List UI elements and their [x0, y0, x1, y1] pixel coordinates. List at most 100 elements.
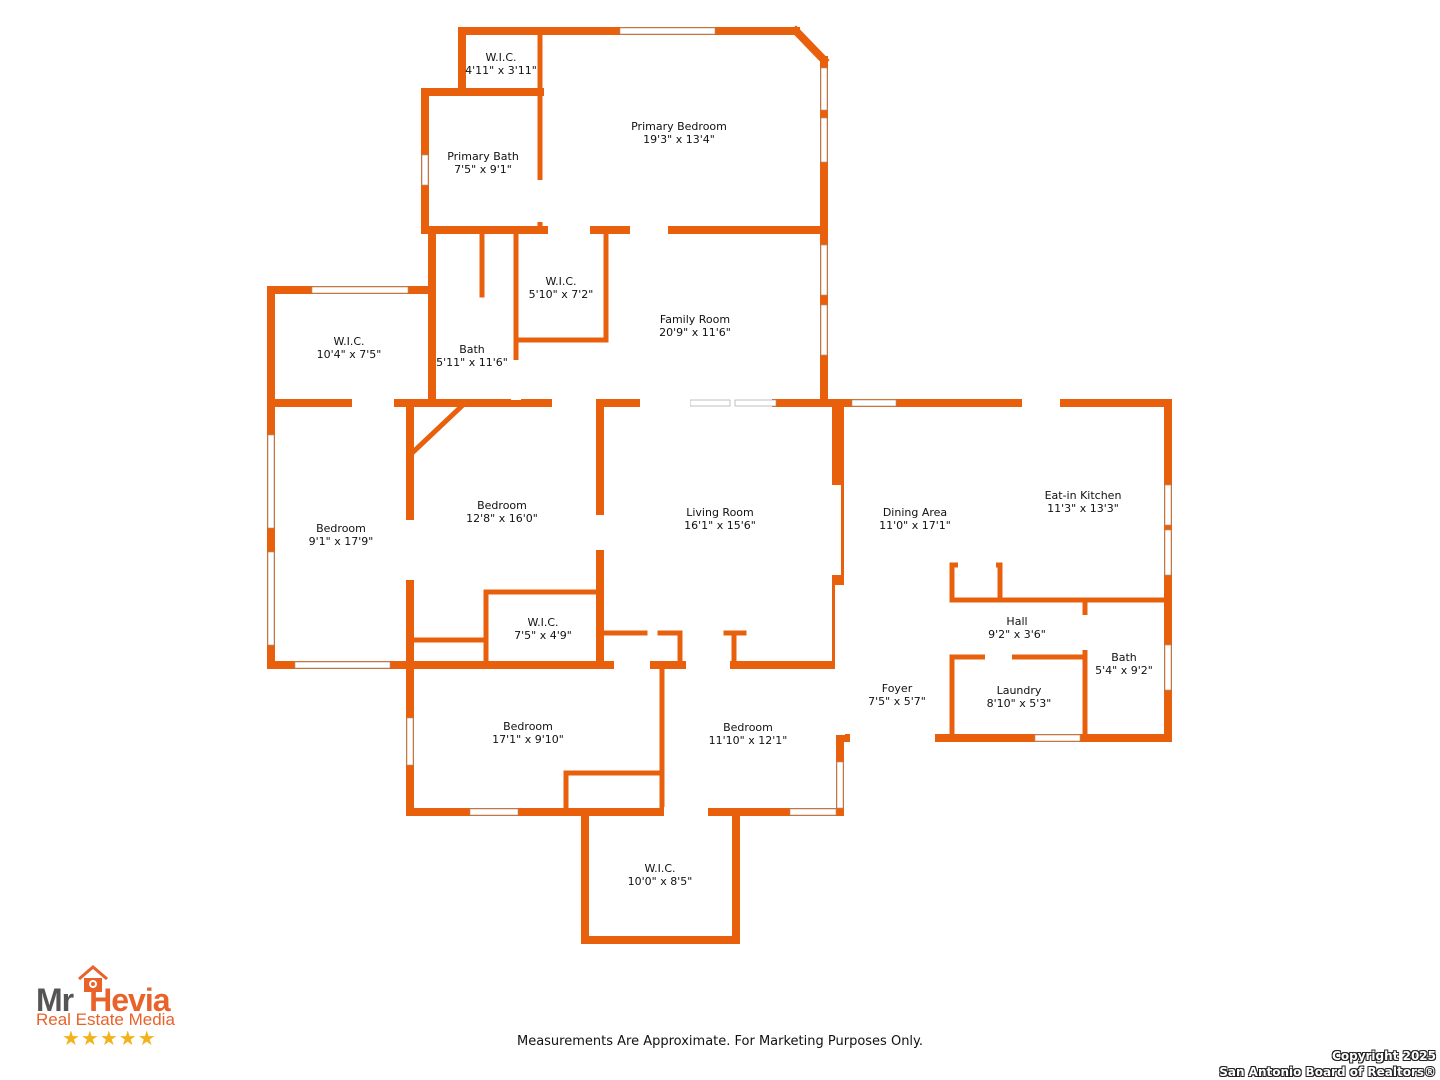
- room-name: Bedroom: [503, 720, 553, 733]
- room-dims: 12'8" x 16'0": [466, 512, 538, 525]
- door-opening: [985, 652, 1012, 662]
- room-dims: 7'5" x 4'9": [514, 629, 572, 642]
- window: [820, 244, 828, 296]
- room-name: W.I.C.: [644, 862, 676, 875]
- room-dims: 11'10" x 12'1": [708, 734, 788, 747]
- window: [820, 304, 828, 356]
- window: [469, 808, 519, 816]
- room-dims: 7'5" x 5'7": [868, 695, 926, 708]
- room-wic-small: W.I.C. 7'5" x 4'9": [514, 616, 572, 642]
- room-name: W.I.C.: [527, 616, 559, 629]
- room-dims: 17'1" x 9'10": [492, 733, 564, 746]
- room-dims: 8'10" x 5'3": [986, 697, 1052, 710]
- room-dims: 5'4" x 9'2": [1095, 664, 1153, 677]
- door-opening: [552, 398, 596, 408]
- room-name: Bath: [459, 343, 485, 356]
- copyright-line2: San Antonio Board of Realtors®: [1219, 1065, 1436, 1079]
- door-opening: [958, 560, 996, 570]
- logo-name-part1: Mr: [36, 982, 74, 1018]
- window: [311, 286, 409, 294]
- door-opening: [947, 610, 957, 650]
- window: [851, 399, 897, 407]
- room-wic-south: W.I.C. 10'0" x 8'5": [628, 862, 693, 888]
- room-living-room: Living Room 16'1" x 15'6": [684, 506, 756, 532]
- room-dims: 11'0" x 17'1": [879, 519, 951, 532]
- door-opening: [535, 180, 545, 222]
- window: [820, 117, 828, 163]
- window: [789, 808, 837, 816]
- door-opening: [1022, 398, 1060, 408]
- room-name: Hall: [1006, 615, 1028, 628]
- room-bath-east: Bath 5'4" x 9'2": [1095, 651, 1153, 677]
- room-dims: 11'3" x 13'3": [1047, 502, 1119, 515]
- window: [267, 434, 275, 529]
- window: [734, 399, 777, 407]
- copyright: Copyright 2025 San Antonio Board of Real…: [1219, 1048, 1436, 1080]
- logo-stars: ★★★★★: [62, 1026, 157, 1050]
- door-opening: [614, 660, 650, 670]
- room-name: Family Room: [659, 313, 731, 326]
- room-dining-area: Dining Area 11'0" x 17'1": [879, 506, 951, 532]
- window: [820, 67, 828, 111]
- door-opening: [511, 360, 521, 400]
- room-name: Bath: [1111, 651, 1137, 664]
- room-dims: 5'10" x 7'2": [528, 288, 594, 301]
- door-opening: [850, 733, 935, 743]
- room-foyer: Foyer 7'5" x 5'7": [868, 682, 926, 708]
- window: [689, 399, 731, 407]
- room-name: Dining Area: [882, 506, 948, 519]
- room-name: W.I.C.: [545, 275, 577, 288]
- room-name: Bedroom: [477, 499, 527, 512]
- wall-segment: [790, 25, 830, 66]
- room-dims: 4'11" x 3'11": [465, 64, 537, 77]
- room-dims: 9'1" x 17'9": [308, 535, 374, 548]
- room-name: Bedroom: [316, 522, 366, 535]
- room-dims: 5'11" x 11'6": [436, 356, 508, 369]
- room-dims: 10'4" x 7'5": [316, 348, 382, 361]
- room-name: Laundry: [996, 684, 1042, 697]
- door-opening: [595, 515, 605, 550]
- room-name: W.I.C.: [485, 51, 517, 64]
- window: [1164, 644, 1172, 691]
- room-primary-bedroom: Primary Bedroom 19'3" x 13'4": [631, 120, 727, 146]
- room-dims: 7'5" x 9'1": [454, 163, 512, 176]
- room-name: Eat-in Kitchen: [1044, 489, 1122, 502]
- room-name: Primary Bedroom: [631, 120, 727, 133]
- door-opening: [664, 807, 708, 817]
- room-name: Primary Bath: [447, 150, 519, 163]
- room-eat-in-kitchen: Eat-in Kitchen 11'3" x 13'3": [1045, 489, 1122, 515]
- window: [1034, 734, 1081, 742]
- window: [406, 717, 414, 766]
- walls: [267, 25, 1172, 944]
- room-dims: 19'3" x 13'4": [643, 133, 715, 146]
- door-opening: [352, 398, 394, 408]
- disclaimer: Measurements Are Approximate. For Market…: [516, 1034, 924, 1049]
- windows: [267, 27, 1172, 817]
- room-dims: 10'0" x 8'5": [627, 875, 693, 888]
- room-primary-bath: Primary Bath 7'5" x 9'1": [447, 150, 519, 176]
- room-wic-hall: W.I.C. 5'10" x 7'2": [529, 275, 594, 301]
- window: [619, 27, 716, 35]
- window: [1164, 529, 1172, 576]
- room-hall: Hall 9'2" x 3'6": [988, 615, 1046, 641]
- house-camera-icon: [78, 965, 108, 992]
- room-wic-primary: W.I.C. 4'11" x 3'11": [465, 51, 537, 77]
- door-opening: [548, 225, 590, 235]
- door-opening: [1080, 615, 1090, 650]
- window: [267, 551, 275, 646]
- door-opening: [640, 398, 690, 408]
- window: [294, 661, 391, 669]
- door-opening: [831, 485, 841, 575]
- room-dims: 9'2" x 3'6": [988, 628, 1046, 641]
- room-wic-west: W.I.C. 10'4" x 7'5": [317, 335, 382, 361]
- window: [421, 154, 429, 186]
- room-name: Bedroom: [723, 721, 773, 734]
- room-name: W.I.C.: [333, 335, 365, 348]
- room-bedroom-south-west: Bedroom 17'1" x 9'10": [492, 720, 564, 746]
- copyright-line1: Copyright 2025: [1332, 1049, 1436, 1063]
- room-bedroom-west: Bedroom 9'1" x 17'9": [309, 522, 374, 548]
- door-opening: [686, 660, 730, 670]
- wall-segment: [406, 399, 469, 459]
